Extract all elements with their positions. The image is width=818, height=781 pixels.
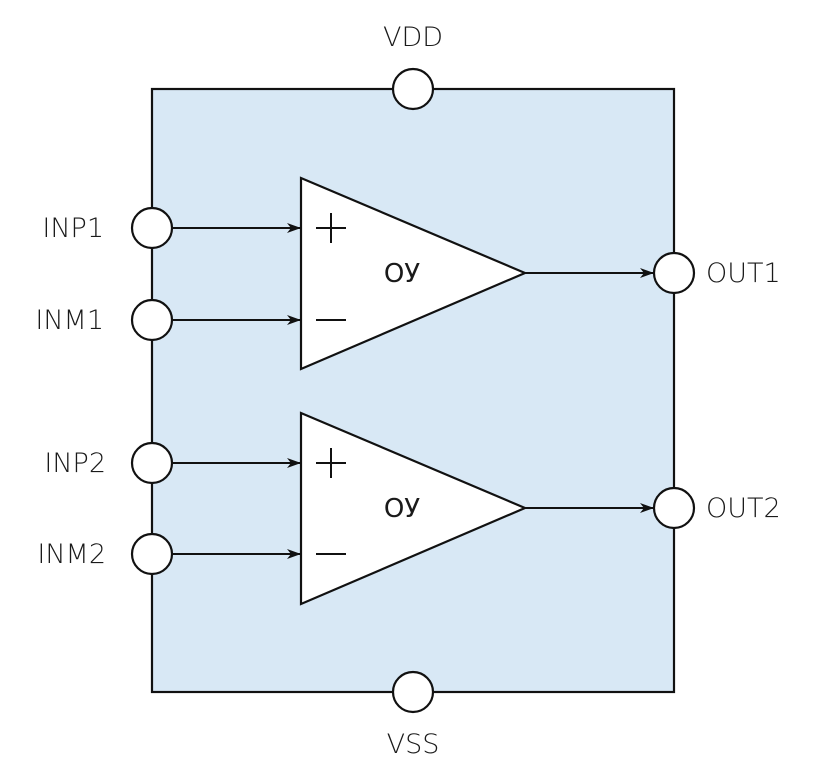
vss-pin[interactable] <box>391 670 435 714</box>
out2-pin[interactable] <box>652 486 696 530</box>
inp1-label: INP1 <box>42 213 104 244</box>
out2-label: OUT2 <box>706 493 781 524</box>
inm1-pin[interactable] <box>130 298 174 342</box>
inp2-pin[interactable] <box>130 441 174 485</box>
inm1-label: INM1 <box>35 305 104 336</box>
vdd-pin[interactable] <box>391 67 435 111</box>
vss-label: VSS <box>387 729 440 760</box>
out1-label: OUT1 <box>706 258 781 289</box>
opamp-2: ОУ INP2 INM2 OUT2 <box>37 411 781 606</box>
inp1-pin[interactable] <box>130 206 174 250</box>
chip-body <box>150 87 676 694</box>
inm2-label: INM2 <box>37 539 106 570</box>
inm2-pin[interactable] <box>130 532 174 576</box>
opamp-1-triangle <box>299 176 528 371</box>
opamp-1-label: ОУ <box>384 259 420 289</box>
opamp-1: ОУ INP1 INM1 OUT1 <box>35 176 781 371</box>
out1-pin[interactable] <box>652 251 696 295</box>
opamp-2-triangle <box>299 411 528 606</box>
vdd-label: VDD <box>383 22 443 53</box>
inp2-label: INP2 <box>44 448 106 479</box>
opamp-2-label: ОУ <box>384 494 420 524</box>
